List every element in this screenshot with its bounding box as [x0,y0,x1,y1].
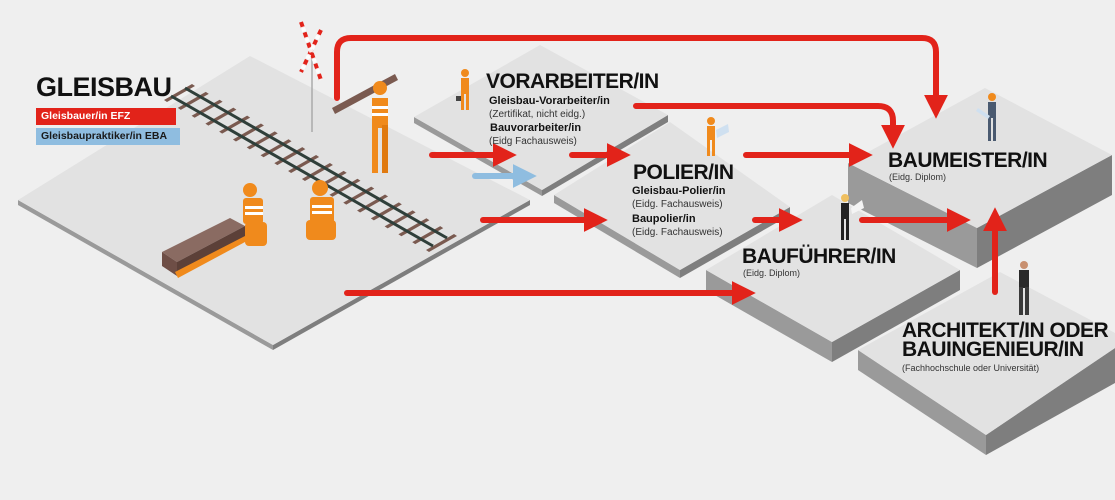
baufuehrer-note: (Eidg. Diplom) [743,268,801,278]
sleeper-stack-illustration [162,218,245,278]
arrow-vorarbeiter-to-baumeister [633,103,905,149]
vorarbeiter-line1-note: (Zertifikat, nicht eidg.) [489,109,586,120]
architekt-title-line2: BAUINGENIEUR/IN [902,338,1084,361]
baumeister-note: (Eidg. Diplom) [889,172,947,182]
railway-crossing-sign-icon [299,21,323,132]
track-rail [184,86,448,240]
baufuehrer-title: BAUFÜHRER/IN [742,245,896,268]
platform-architekt [858,272,1115,455]
polier-line1-note: (Eidg. Fachausweis) [632,199,723,210]
polier-line2-note: (Eidg. Fachausweis) [632,227,723,238]
worker-kneeling-1-illustration [243,183,267,246]
track-sleeper [426,234,457,252]
gleisbau-title: GLEISBAU [36,72,172,102]
architekt-title-line1: ARCHITEKT/IN ODER [902,319,1109,342]
baumeister-figure-illustration [976,93,996,141]
track-rail [170,94,434,248]
polier-line1: Gleisbau-Polier/in [632,185,726,197]
vorarbeiter-line1: Gleisbau-Vorarbeiter/in [489,95,610,107]
badge-gleisbaupraktiker-eba: Gleisbaupraktiker/in EBA [36,128,180,145]
vorarbeiter-title: VORARBEITER/IN [486,70,659,93]
platform-baumeister [848,88,1112,268]
railway-track-illustration [164,84,457,252]
baufuehrer-figure-illustration [841,194,864,240]
career-arrows [334,35,1007,305]
worker-carrying-sleeper-illustration [332,74,398,173]
worker-kneeling-2-illustration [306,180,336,240]
baumeister-title: BAUMEISTER/IN [888,149,1048,172]
vorarbeiter-line2: Bauvorarbeiter/in [490,122,582,134]
polier-figure-illustration [707,117,729,156]
arrow-gleisbau-to-baumeister-top [334,35,948,119]
architekt-figure-illustration [1019,261,1029,315]
vorarbeiter-figure-illustration [456,69,469,110]
polier-title: POLIER/IN [633,161,734,184]
polier-line2: Baupolier/in [632,213,696,225]
architekt-note: (Fachhochschule oder Universität) [902,363,1040,373]
badge-gleisbauer-efz: Gleisbauer/in EFZ [36,108,176,125]
vorarbeiter-line2-note: (Eidg Fachausweis) [489,136,577,147]
